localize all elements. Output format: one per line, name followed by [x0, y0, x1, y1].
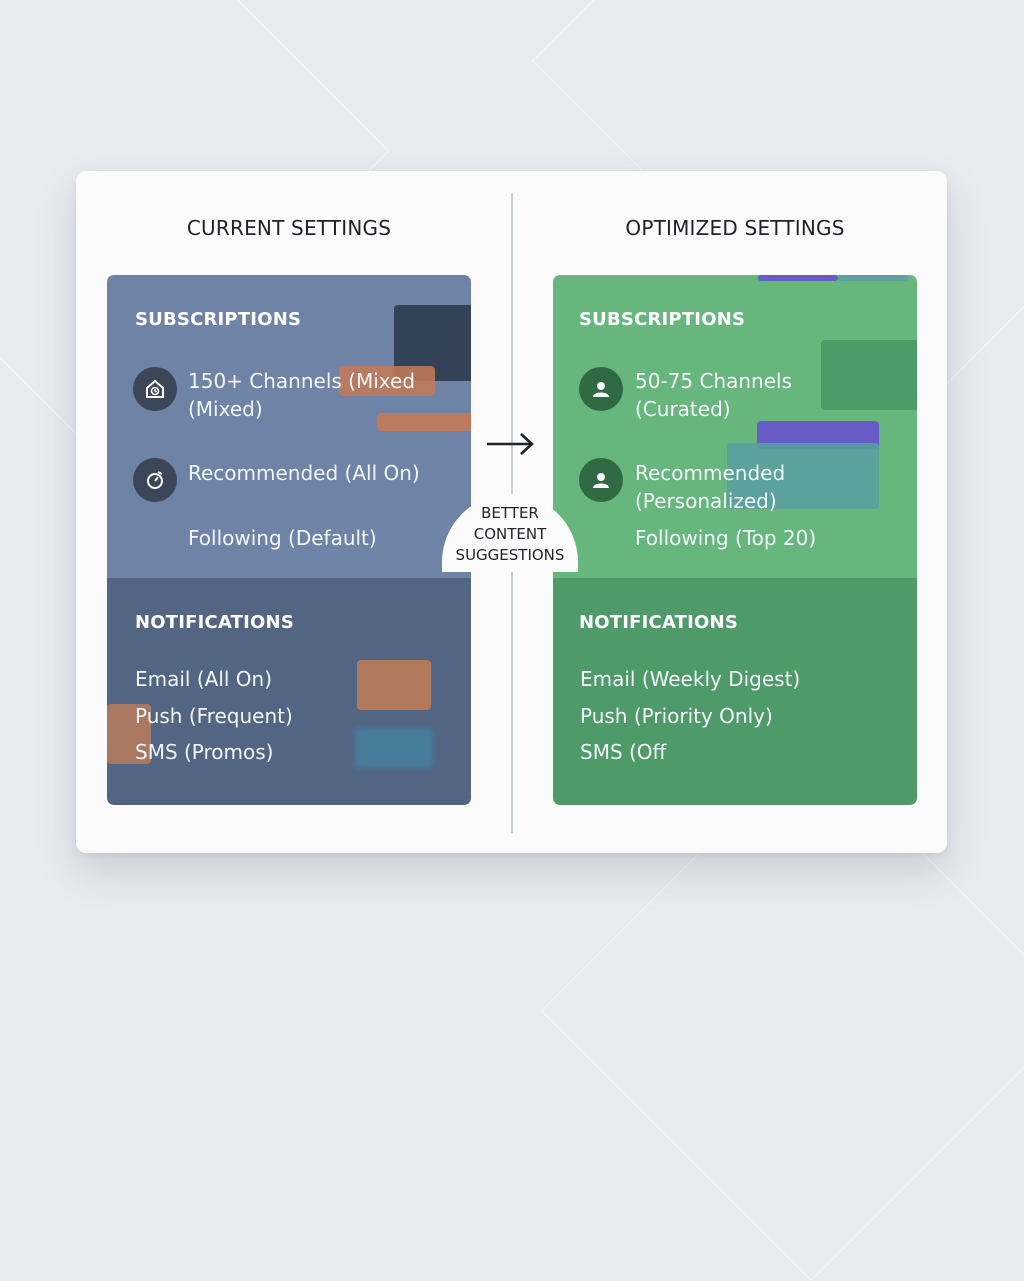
optimized-recommended-text: Recommended (Personalized)	[635, 461, 786, 513]
current-settings-panel: SUBSCRIPTIONS 150+ Channels (Mixed (Mixe…	[107, 275, 471, 805]
settings-comparison-card: CURRENT SETTINGS OPTIMIZED SETTINGS SUBS…	[76, 171, 947, 853]
optimized-following-text: Following (Top 20)	[635, 526, 817, 550]
better-content-suggestions-badge: BETTER CONTENT SUGGESTIONS	[442, 494, 578, 572]
decorative-block	[821, 340, 917, 410]
optimized-channels-text: 50-75 Channels (Curated)	[635, 369, 793, 421]
current-push-text: Push (Frequent)	[135, 704, 293, 728]
current-subscriptions-heading: SUBSCRIPTIONS	[135, 309, 302, 330]
arrow-right-icon	[485, 429, 537, 459]
decorative-block	[357, 660, 431, 710]
current-following-text: Following (Default)	[188, 526, 377, 550]
decorative-block	[355, 728, 433, 768]
current-sms-text: SMS (Promos)	[135, 740, 274, 764]
decorative-block	[758, 275, 838, 281]
optimized-push-text: Push (Priority Only)	[580, 704, 773, 728]
optimized-settings-panel: SUBSCRIPTIONS 50-75 Channels (Curated) R…	[553, 275, 917, 805]
user-icon	[579, 458, 623, 502]
user-icon	[579, 367, 623, 411]
compass-icon	[133, 458, 177, 502]
house-clock-icon	[133, 367, 177, 411]
optimized-notifications-heading: NOTIFICATIONS	[579, 612, 738, 633]
current-recommended-text: Recommended (All On)	[188, 461, 420, 485]
optimized-email-text: Email (Weekly Digest)	[580, 667, 801, 691]
current-notifications-heading: NOTIFICATIONS	[135, 612, 294, 633]
decorative-block	[339, 366, 435, 396]
current-email-text: Email (All On)	[135, 667, 273, 691]
current-channels-text: 150+ Channels (Mixed (Mixed)	[188, 369, 416, 421]
decorative-block	[107, 704, 151, 764]
optimized-sms-text: SMS (Off	[580, 740, 667, 764]
current-subscriptions-section: SUBSCRIPTIONS 150+ Channels (Mixed (Mixe…	[107, 275, 471, 578]
optimized-subscriptions-heading: SUBSCRIPTIONS	[579, 309, 746, 330]
decorative-block	[838, 275, 908, 281]
decorative-block	[377, 413, 471, 431]
optimized-notifications-section: NOTIFICATIONS Email (Weekly Digest) Push…	[553, 578, 917, 805]
current-settings-title: CURRENT SETTINGS	[186, 216, 392, 240]
decorative-block	[727, 443, 879, 509]
current-notifications-section: NOTIFICATIONS Email (All On) Push (Frequ…	[107, 578, 471, 805]
optimized-subscriptions-section: SUBSCRIPTIONS 50-75 Channels (Curated) R…	[553, 275, 917, 578]
optimized-settings-title: OPTIMIZED SETTINGS	[625, 216, 845, 240]
badge-label: BETTER CONTENT SUGGESTIONS	[455, 504, 565, 564]
